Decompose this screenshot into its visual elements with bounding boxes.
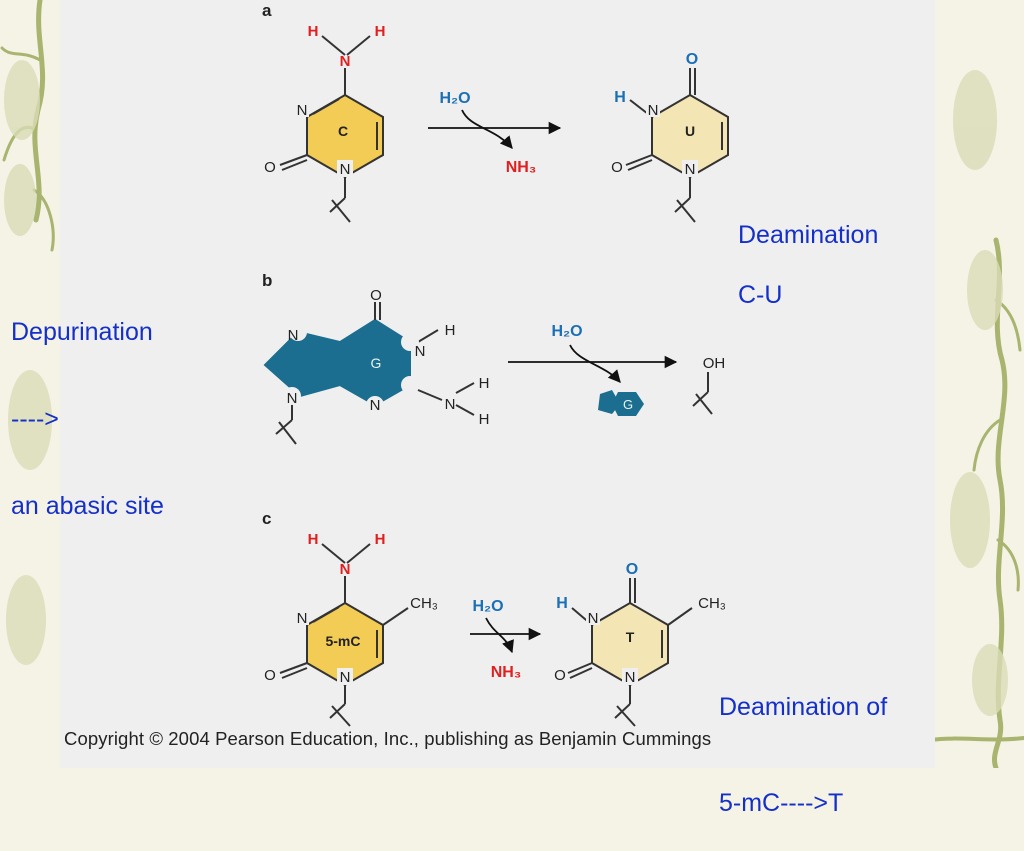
left-leaf-decoration	[4, 60, 52, 665]
5mc-atom-o2: O	[264, 667, 276, 684]
panel-letter-a: a	[262, 1, 272, 20]
depurination-line2: ---->	[11, 405, 59, 433]
uracil-atom-o2: O	[611, 159, 623, 176]
depurination-line1: Depurination	[11, 318, 153, 346]
right-vine-decoration	[928, 237, 1024, 768]
thymine-atom-n3: N	[588, 610, 599, 627]
water-reagent: H₂O	[439, 90, 470, 107]
atom-n-glycosidic: N	[340, 161, 351, 178]
guanine-amino-h-top: H	[479, 375, 490, 392]
thymine-atom-n1: N	[625, 669, 636, 686]
5mc-atom-n3: N	[297, 610, 308, 627]
atom-n-ring: N	[297, 102, 308, 119]
vine-background	[0, 0, 1024, 768]
deamination-5mc-label: Deamination of 5-mC---->T	[719, 627, 887, 851]
depurination-label: Depurination ----> an abasic site	[11, 260, 164, 550]
panel-c-5mc-deamination: c N N O N H H CH₃ 5-mC H	[262, 509, 726, 727]
thymine-molecule: N N O O H CH₃ T	[554, 561, 726, 727]
base-label-u: U	[685, 123, 695, 139]
5mc-atom-n1: N	[340, 669, 351, 686]
5mc-methyl-group: CH₃	[410, 595, 438, 612]
guanine-molecule: O N H N N N N H H G	[263, 287, 490, 445]
uracil-atom-h: H	[614, 89, 626, 106]
uracil-atom-o4: O	[686, 51, 698, 68]
abasic-site-fragment: OH	[692, 355, 726, 415]
water-reagent-c: H₂O	[472, 598, 503, 615]
water-reagent-b: H₂O	[551, 323, 582, 340]
panel-letter-b: b	[262, 271, 272, 290]
right-leaf-decoration	[950, 70, 1008, 716]
thymine-atom-o4: O	[626, 561, 638, 578]
uracil-atom-n3: N	[648, 102, 659, 119]
atom-o-carbonyl: O	[264, 159, 276, 176]
released-guanine-icon: G	[598, 390, 644, 416]
base-label-g: G	[371, 355, 382, 371]
dna-damage-diagram: a N N O N H H C H₂O N	[262, 1, 729, 727]
amino-h-left: H	[308, 23, 319, 40]
reaction-arrow-b: H₂O G	[508, 323, 678, 416]
deamination-5mc-line1: Deamination of	[719, 693, 888, 721]
guanine-five-ring	[263, 330, 341, 398]
guanine-amino-n: N	[445, 396, 456, 413]
deamination-5mc-line2: 5-mC---->T	[719, 789, 844, 817]
thymine-atom-o2: O	[554, 667, 566, 684]
depurination-line3: an abasic site	[11, 492, 164, 520]
thymine-atom-h: H	[556, 595, 568, 612]
5mc-amino-h-right: H	[375, 531, 386, 548]
panel-b-depurination: b O N H N N N N H H	[262, 271, 726, 445]
guanine-atom-h1: H	[445, 322, 456, 339]
reaction-arrow-c: H₂O NH₃	[470, 598, 542, 681]
5mc-amino-n: N	[340, 561, 351, 578]
guanine-atom-n7: N	[288, 327, 299, 344]
amino-h-right: H	[375, 23, 386, 40]
guanine-amino-h-bottom: H	[479, 411, 490, 428]
uracil-atom-n1: N	[685, 161, 696, 178]
amino-n: N	[340, 53, 351, 70]
copyright-notice: Copyright © 2004 Pearson Education, Inc.…	[64, 728, 712, 749]
released-guanine-label: G	[623, 397, 633, 412]
deamination-cu-line1: Deamination	[738, 221, 879, 249]
base-label-t: T	[626, 629, 635, 645]
ammonia-product: NH₃	[506, 159, 537, 176]
guanine-atom-n9: N	[287, 390, 298, 407]
5-methylcytosine-molecule: N N O N H H CH₃ 5-mC	[264, 531, 438, 727]
5mc-amino-h-left: H	[308, 531, 319, 548]
deamination-cu-label: Deamination	[738, 158, 878, 282]
panel-letter-c: c	[262, 509, 271, 528]
guanine-atom-o6: O	[370, 287, 382, 304]
hydroxyl-group: OH	[703, 355, 726, 372]
cytosine-molecule: N N O N H H C	[264, 23, 386, 223]
deamination-cu-subtitle: C-U	[738, 218, 782, 342]
base-label-c: C	[338, 123, 348, 139]
uracil-molecule: N N O O H U	[611, 51, 729, 223]
reaction-arrow-a: H₂O NH₃	[428, 90, 562, 176]
ammonia-product-c: NH₃	[491, 664, 522, 681]
guanine-atom-n1: N	[415, 343, 426, 360]
thymine-methyl-group: CH₃	[698, 595, 726, 612]
guanine-atom-n3: N	[370, 397, 381, 414]
base-label-5mc: 5-mC	[325, 633, 360, 649]
panel-a-cytosine-deamination: a N N O N H H C H₂O N	[262, 1, 729, 223]
deamination-cu-line2: C-U	[738, 281, 783, 309]
